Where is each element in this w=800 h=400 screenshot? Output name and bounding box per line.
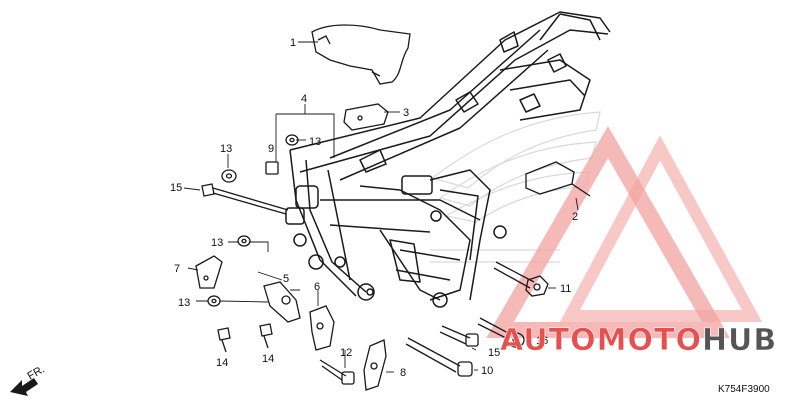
watermark-part1: AUTOMOTO xyxy=(500,323,702,358)
leader-lines xyxy=(183,41,579,373)
callout-7: 7 xyxy=(174,263,180,275)
callout-6: 6 xyxy=(314,281,320,293)
part-3-plate xyxy=(343,103,389,131)
watermark-text: AUTOMOTOHUB xyxy=(500,323,777,359)
callout-13-top: 13 xyxy=(309,136,321,148)
diagram-code: K754F3900 xyxy=(718,384,770,395)
callout-8: 8 xyxy=(400,367,406,379)
callout-5: 5 xyxy=(283,273,289,285)
callout-16: 16 xyxy=(536,335,548,347)
watermark-logo xyxy=(486,125,763,338)
callout-3: 3 xyxy=(403,107,409,119)
callout-10: 10 xyxy=(481,365,493,377)
part-2-bracket xyxy=(525,161,591,197)
callout-13-upper-left: 13 xyxy=(220,143,232,155)
callout-13-mid: 13 xyxy=(211,237,223,249)
callout-14-left: 14 xyxy=(216,357,228,369)
callout-12: 12 xyxy=(340,347,352,359)
callout-labels: 1 2 3 4 5 6 7 8 9 10 11 12 13 13 13 13 1… xyxy=(170,37,578,379)
part-1-cover xyxy=(311,24,411,85)
callout-13-low: 13 xyxy=(178,297,190,309)
callout-15-right: 15 xyxy=(488,347,500,359)
callout-11: 11 xyxy=(560,283,571,295)
callout-4: 4 xyxy=(301,93,307,105)
front-direction-indicator: FR. xyxy=(10,363,47,396)
watermark-part2: HUB xyxy=(702,323,777,358)
callout-15-left: 15 xyxy=(170,182,182,194)
callout-1: 1 xyxy=(290,37,296,49)
callout-14-right: 14 xyxy=(262,353,274,365)
motorcycle-frame xyxy=(285,11,611,308)
front-arrow-icon xyxy=(10,378,38,396)
brackets xyxy=(195,255,387,391)
svg-text:AUTOMOTOHUB: AUTOMOTOHUB xyxy=(500,323,777,358)
front-direction-label: FR. xyxy=(26,363,47,382)
callout-9: 9 xyxy=(268,143,274,155)
callout-2: 2 xyxy=(572,211,578,223)
